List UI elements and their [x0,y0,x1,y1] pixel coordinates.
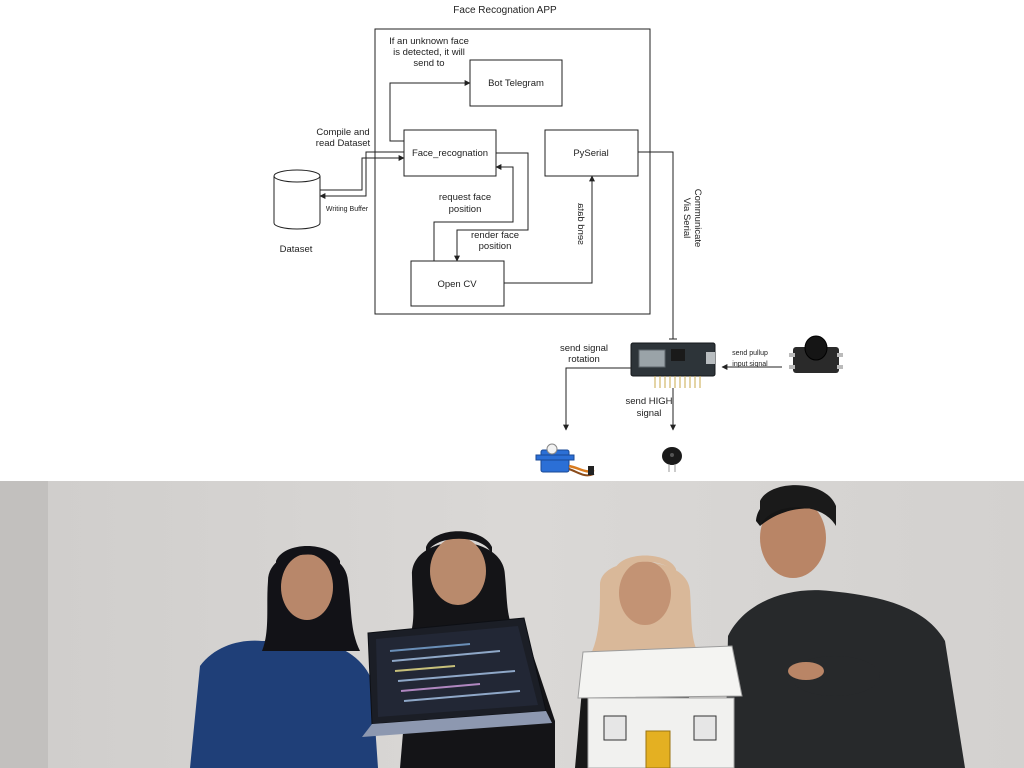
edge-send-high-label-1: send HIGH [626,396,673,407]
person-1 [190,546,378,768]
team-photo [0,481,1024,768]
edge-send-high-label-2: signal [637,408,662,419]
edge-send-rotation [563,367,631,431]
edge-communicate-label-2: Via Serial [681,198,692,239]
wall-corner [0,481,48,768]
buzzer-icon [662,447,682,472]
opencv-node: Open CV [410,260,505,307]
edge-unknown-face-label-2: is detected, it will [393,47,465,58]
dataset-node: Dataset [273,169,321,255]
face-recognation-label: Face_recognation [412,148,488,159]
edge-request-face [433,164,514,261]
edge-unknown-face-label-3: send to [413,58,444,69]
laptop-icon [362,617,552,737]
edge-compile-read-label-1: Compile and [316,127,369,138]
pyserial-label: PySerial [573,148,608,159]
esp8266-nodemcu-icon [630,342,716,388]
servo-motor-icon [535,443,595,477]
edge-compile-read-label-2: read Dataset [316,138,371,149]
edge-send-rotation-label-2: rotation [568,354,600,365]
edge-render-face [454,152,529,262]
push-button-icon [789,335,843,373]
dataset-label: Dataset [280,244,313,255]
edge-communicate-label-1: Communicate [692,189,703,248]
edge-unknown-face-label-1: If an unknown face [389,36,469,47]
house-model-icon [577,645,743,768]
edge-render-face-label-2: position [479,241,512,252]
edge-request-face-label-1: request face [439,192,491,203]
edge-unknown-face [389,80,471,142]
pyserial-node: PySerial [544,129,639,177]
edge-send-data [504,175,595,284]
bot-telegram-label: Bot Telegram [488,78,544,89]
edge-request-face-label-2: position [449,204,482,215]
diagram-title: Face Recognation APP [453,5,557,16]
edge-send-pullup-label-1: send pullup [732,350,768,357]
edge-writing-buffer [319,151,404,199]
edge-writing-buffer-label: Writing Buffer [326,206,369,213]
opencv-label: Open CV [437,279,477,290]
edge-render-face-label-1: render face [471,230,519,241]
edge-send-pullup-label-2: input signal [732,361,768,368]
edge-communicate [638,151,674,339]
edge-compile-read [320,155,405,191]
edge-send-data-label: send data [575,202,586,244]
system-diagram: Face Recognation APP Bot Telegram Face_r… [273,5,843,477]
person-4 [725,485,965,768]
bot-telegram-node: Bot Telegram [469,59,563,107]
edge-send-rotation-label-1: send signal [560,343,608,354]
face-recognation-node: Face_recognation [403,129,497,177]
